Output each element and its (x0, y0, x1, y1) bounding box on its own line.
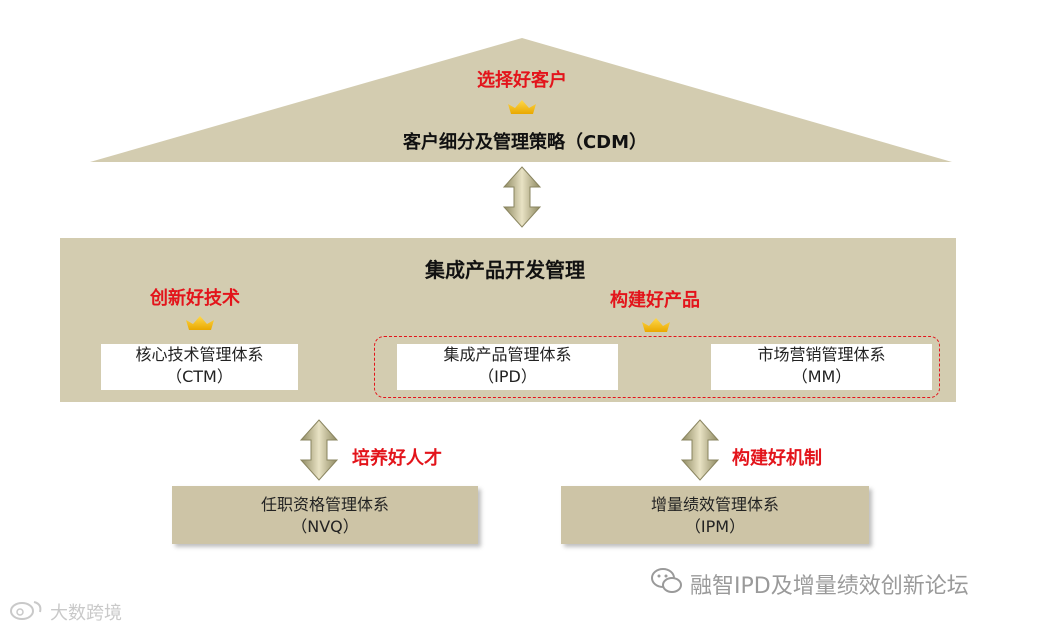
crown-pointer-icon (508, 100, 536, 114)
ipm-box-line1: 增量绩效管理体系 (650, 495, 779, 514)
ipd-title: 集成产品开发管理 (425, 258, 585, 282)
ctm-box-line1: 核心技术管理体系 (135, 345, 264, 364)
bottom-left-goal: 培养好人才 (352, 448, 442, 469)
mm-box-line2: （MM） (791, 367, 852, 386)
ipd-box: 集成产品管理体系 （IPD） (397, 344, 618, 390)
crown-pointer-icon-left (186, 316, 214, 330)
mm-box-line1: 市场营销管理体系 (757, 345, 886, 364)
double-arrow-icon-right (680, 419, 720, 481)
double-arrow-icon (502, 166, 542, 228)
watermark-forum: 融智IPD及增量绩效创新论坛 (690, 574, 969, 599)
nvq-box-line1: 任职资格管理体系 (260, 495, 389, 514)
ipm-box-line2: （IPM） (684, 517, 746, 536)
ipm-box: 增量绩效管理体系 （IPM） (561, 486, 869, 544)
roof-title: 客户细分及管理策略（CDM） (340, 128, 710, 154)
ctm-box-line2: （CTM） (166, 367, 233, 386)
ipd-right-goal: 构建好产品 (610, 290, 700, 311)
watermark-source: 大数跨境 (50, 603, 122, 624)
nvq-box: 任职资格管理体系 （NVQ） (172, 486, 478, 544)
weibo-logo-icon (10, 601, 42, 620)
wechat-icon (651, 568, 682, 593)
crown-pointer-icon-right (642, 318, 670, 332)
bottom-right-goal: 构建好机制 (732, 448, 822, 469)
nvq-box-line2: （NVQ） (291, 517, 359, 536)
mm-box: 市场营销管理体系 （MM） (711, 344, 932, 390)
ipd-box-line1: 集成产品管理体系 (443, 345, 572, 364)
dashed-group-outline (374, 336, 940, 398)
roof-title-text: 客户细分及管理策略（CDM） (402, 132, 648, 153)
double-arrow-icon-left (299, 419, 339, 481)
ctm-box: 核心技术管理体系 （CTM） (101, 344, 298, 390)
roof-goal: 选择好客户 (477, 70, 567, 91)
ipd-left-goal: 创新好技术 (150, 288, 240, 309)
ipd-box-line2: （IPD） (478, 367, 537, 386)
